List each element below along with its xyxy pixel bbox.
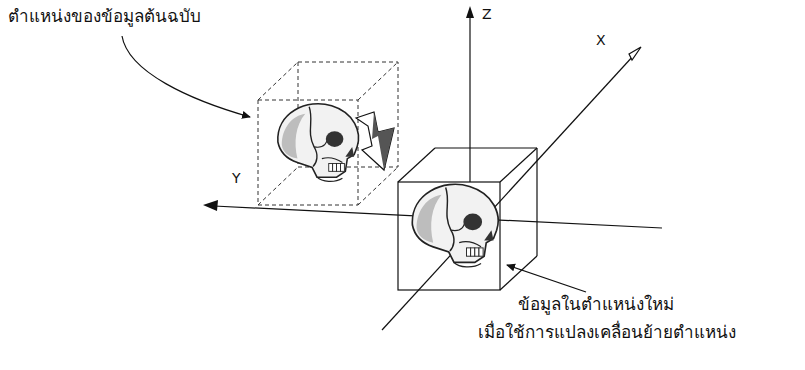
original-skull xyxy=(278,104,359,182)
z-axis-head xyxy=(466,6,474,18)
translation-arrow-shade xyxy=(372,112,394,170)
axis-label: Z xyxy=(482,6,492,23)
callout-label: ตำแหน่งของข้อมูลต้นฉบับ xyxy=(8,6,201,26)
x-axis-head xyxy=(629,47,641,60)
original-cube xyxy=(258,62,398,205)
new-skull xyxy=(412,184,498,267)
y-axis-head xyxy=(203,200,218,211)
callout-label: ข้อมูลในตำแหน่งใหม่ xyxy=(518,294,674,314)
axis-label: Y xyxy=(232,170,241,187)
callout-label: เมื่อใช้การแปลงเคลื่อนย้ายตำแหน่ง xyxy=(478,322,736,342)
z-axis xyxy=(469,12,470,182)
new-cube-front xyxy=(398,182,500,290)
leader-line xyxy=(507,265,586,292)
x-axis xyxy=(382,55,634,330)
translation-arrow xyxy=(356,112,394,170)
axis-label: X xyxy=(596,32,606,49)
leader-line xyxy=(122,36,250,117)
